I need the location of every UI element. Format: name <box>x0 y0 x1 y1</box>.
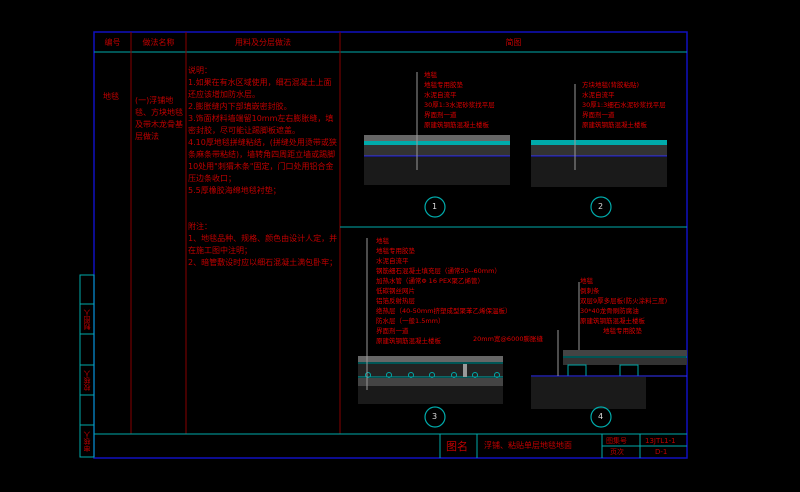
layer-label: 地毯 <box>424 71 437 79</box>
detail-number-4: 4 <box>598 412 604 421</box>
layer-label: 界面剂一道 <box>376 327 409 335</box>
layer-label: 防水层（一般1.5mm） <box>376 317 445 325</box>
header-name: 做法名称 <box>142 38 175 47</box>
row-name: (一)浮铺地毯、方块地毯及带木龙骨基层做法 <box>135 96 183 141</box>
detail-2-section <box>531 84 667 187</box>
layer-label: 地毯 <box>580 277 593 285</box>
detail-number-3: 3 <box>432 412 438 421</box>
layer-label: 地毯 <box>376 237 389 245</box>
detail-4-section <box>531 282 687 409</box>
layer-label: 加热水管（通常Φ 16 PEX聚乙烯管） <box>376 277 484 285</box>
detail-1-labels: 地毯 地毯专用胶垫 水泥自流平 30厚1:3水泥砂浆找平层 界面剂一道 原建筑钢… <box>424 70 495 130</box>
side-drafter: 制图人 <box>83 309 91 330</box>
detail-1-section <box>364 72 510 185</box>
row-notes: 说明： 1.如果在有水区域使用，细石混凝土上面还应该增加防水层。 2.膨胀缝内下… <box>188 66 338 267</box>
detail-2-labels: 方块地毯(背胶粘贴) 水泥自流平 30厚1:3细石水泥砂浆找平层 界面剂一道 原… <box>582 80 666 130</box>
header-code: 编号 <box>104 38 121 47</box>
layer-label: 绝热层（40-50mm挤塑成型聚苯乙烯保温板） <box>376 307 512 315</box>
layer-label: 钢筋细石混凝土填充层（通常50--60mm） <box>376 267 501 275</box>
expansion-joint-label: 20mm宽@6000膨胀缝 <box>473 335 543 343</box>
atlas-number: 13JTL1-1 <box>645 437 676 445</box>
detail-number-2: 2 <box>598 202 604 211</box>
layer-label: 双层9厚多层板(防火涂料三度) <box>580 297 668 305</box>
layer-label: 原建筑钢筋混凝土楼板 <box>424 121 489 129</box>
layer-label: 地毯专用胶垫 <box>376 247 415 255</box>
layer-label: 30厚1:3细石水泥砂浆找平层 <box>582 101 666 109</box>
detail-4-labels: 地毯 倒刺条 双层9厚多层板(防火涂料三度) 30*40龙骨刷防腐油 原建筑钢筋… <box>580 276 667 326</box>
side-checker: 校核人 <box>83 370 91 391</box>
layer-label: 30厚1:3水泥砂浆找平层 <box>424 101 495 109</box>
detail-3-section <box>358 238 503 404</box>
row-code: 地毯 <box>103 92 119 101</box>
header-diagram: 简图 <box>505 38 522 47</box>
layer-label: 地毯专用胶垫 <box>424 81 463 89</box>
pad-label: 地毯专用胶垫 <box>603 327 642 335</box>
layer-label: 界面剂一道 <box>424 111 457 119</box>
layer-label: 方块地毯(背胶粘贴) <box>582 81 640 89</box>
layer-label: 低碳钢丝网片 <box>376 287 415 295</box>
side-reviewer: 审核人 <box>83 431 91 452</box>
layer-label: 水泥自流平 <box>424 91 457 99</box>
layer-label: 水泥自流平 <box>376 257 409 265</box>
header-materials: 用料及分层做法 <box>235 38 291 47</box>
layer-label: 铝箔反射热层 <box>376 297 415 305</box>
layer-label: 原建筑钢筋混凝土楼板 <box>582 121 647 129</box>
page-number: D-1 <box>655 448 668 456</box>
detail-number-1: 1 <box>432 202 438 211</box>
layer-label: 原建筑钢筋混凝土楼板 <box>376 337 441 345</box>
atlas-label: 图集号 <box>606 437 627 445</box>
page-label: 页次 <box>610 448 624 456</box>
title-name-label: 图名 <box>446 440 468 453</box>
layer-label: 水泥自流平 <box>582 91 615 99</box>
drawing-title: 浮铺、粘贴单层地毯地面 <box>484 441 572 450</box>
detail-3-labels: 地毯 地毯专用胶垫 水泥自流平 钢筋细石混凝土填充层（通常50--60mm） 加… <box>376 236 512 346</box>
layer-label: 倒刺条 <box>580 287 600 295</box>
layer-label: 原建筑钢筋混凝土楼板 <box>580 317 645 325</box>
layer-label: 界面剂一道 <box>582 111 615 119</box>
layer-label: 30*40龙骨刷防腐油 <box>580 307 639 315</box>
